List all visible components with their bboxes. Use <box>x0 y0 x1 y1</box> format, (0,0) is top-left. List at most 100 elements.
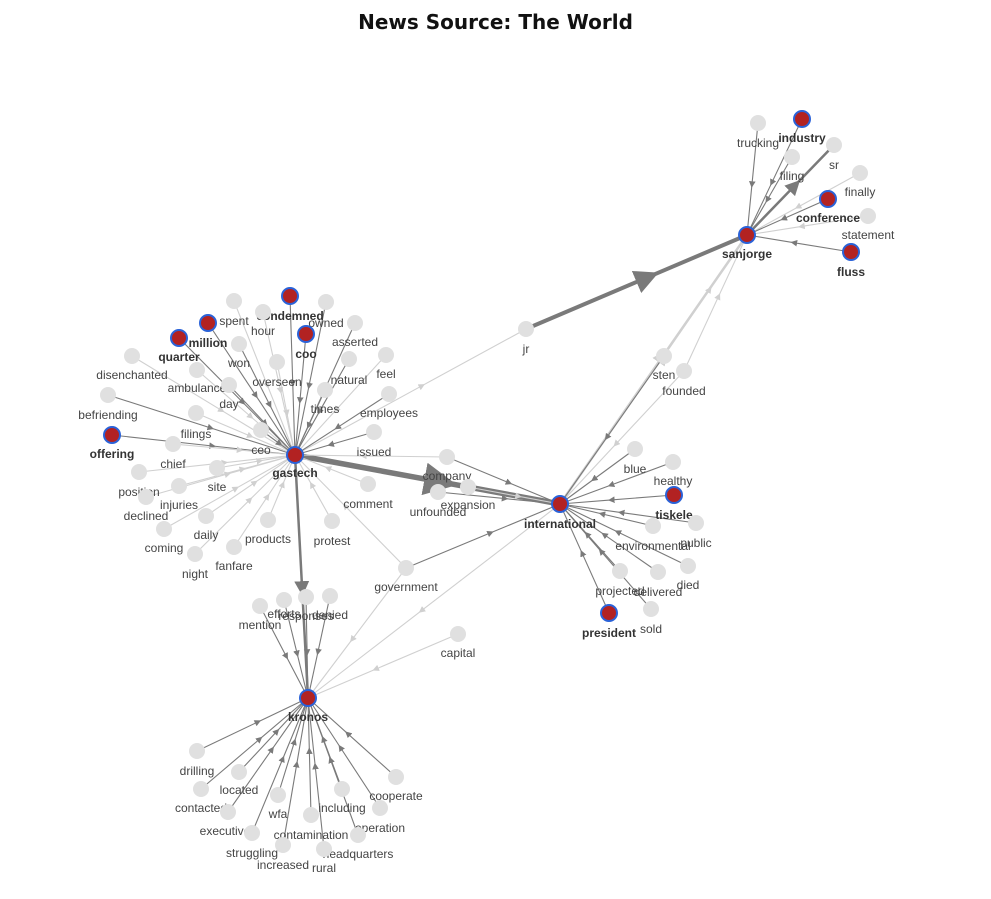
node-circle-expansion[interactable] <box>460 479 476 495</box>
node-sanjorge[interactable]: sanjorge <box>722 226 772 261</box>
node-circle-coo[interactable] <box>297 325 315 343</box>
node-expansion[interactable]: expansion <box>441 479 496 512</box>
node-circle-contamination[interactable] <box>303 807 319 823</box>
node-circle-public[interactable] <box>688 515 704 531</box>
node-circle-offering[interactable] <box>103 426 121 444</box>
node-filings[interactable]: filings <box>181 405 212 441</box>
node-circle-daily[interactable] <box>198 508 214 524</box>
node-site[interactable]: site <box>208 460 227 494</box>
node-circle-died[interactable] <box>680 558 696 574</box>
node-mention[interactable]: mention <box>239 598 282 632</box>
node-tiskele[interactable]: tiskele <box>655 486 693 522</box>
node-million[interactable]: million <box>189 314 228 350</box>
node-day[interactable]: day <box>219 377 239 411</box>
node-issued[interactable]: issued <box>357 424 392 459</box>
node-contacted[interactable]: contacted <box>175 781 227 815</box>
node-circle-condemned[interactable] <box>281 287 299 305</box>
node-including[interactable]: including <box>318 781 366 815</box>
node-circle-coming[interactable] <box>156 521 172 537</box>
node-public[interactable]: public <box>680 515 712 550</box>
node-protest[interactable]: protest <box>314 513 351 548</box>
node-circle-filing[interactable] <box>784 149 800 165</box>
node-asserted[interactable]: asserted <box>332 315 378 349</box>
node-capital[interactable]: capital <box>441 626 476 660</box>
node-circle-executives[interactable] <box>220 804 236 820</box>
node-blue[interactable]: blue <box>624 441 647 476</box>
node-circle-products[interactable] <box>260 512 276 528</box>
node-circle-declined[interactable] <box>138 489 154 505</box>
node-circle-healthy[interactable] <box>665 454 681 470</box>
node-circle-comment[interactable] <box>360 476 376 492</box>
node-died[interactable]: died <box>677 558 700 592</box>
node-circle-government[interactable] <box>398 560 414 576</box>
node-kronos[interactable]: kronos <box>288 689 328 724</box>
node-circle-spent[interactable] <box>226 293 242 309</box>
node-fanfare[interactable]: fanfare <box>215 539 253 573</box>
node-denied[interactable]: denied <box>312 588 348 622</box>
node-circle-issued[interactable] <box>366 424 382 440</box>
node-circle-company[interactable] <box>439 449 455 465</box>
node-coming[interactable]: coming <box>145 521 184 555</box>
node-circle-owned[interactable] <box>318 294 334 310</box>
node-circle-industry[interactable] <box>793 110 811 128</box>
node-circle-president[interactable] <box>600 604 618 622</box>
node-circle-ambulance[interactable] <box>189 362 205 378</box>
node-times[interactable]: times <box>311 382 340 416</box>
node-circle-overseen[interactable] <box>269 354 285 370</box>
node-circle-operation[interactable] <box>372 800 388 816</box>
node-circle-mention[interactable] <box>252 598 268 614</box>
node-sold[interactable]: sold <box>640 601 662 636</box>
node-feel[interactable]: feel <box>376 347 396 381</box>
node-circle-increased[interactable] <box>275 837 291 853</box>
node-circle-founded[interactable] <box>676 363 692 379</box>
node-circle-struggling[interactable] <box>244 825 260 841</box>
node-circle-injuries[interactable] <box>171 478 187 494</box>
node-wfa[interactable]: wfa <box>268 787 288 821</box>
node-overseen[interactable]: overseen <box>252 354 302 389</box>
node-hour[interactable]: hour <box>251 304 275 338</box>
node-company[interactable]: company <box>423 449 472 483</box>
node-circle-asserted[interactable] <box>347 315 363 331</box>
node-trucking[interactable]: trucking <box>737 115 779 150</box>
node-circle-international[interactable] <box>551 495 569 513</box>
node-circle-blue[interactable] <box>627 441 643 457</box>
node-declined[interactable]: declined <box>124 489 169 523</box>
node-circle-drilling[interactable] <box>189 743 205 759</box>
node-sten[interactable]: sten <box>653 348 676 382</box>
node-circle-employees[interactable] <box>381 386 397 402</box>
node-spent[interactable]: spent <box>219 293 249 328</box>
node-circle-headquarters[interactable] <box>350 827 366 843</box>
node-befriending[interactable]: befriending <box>78 387 138 422</box>
node-circle-won[interactable] <box>231 336 247 352</box>
node-operation[interactable]: operation <box>355 800 405 835</box>
node-won[interactable]: won <box>227 336 250 370</box>
node-circle-times[interactable] <box>317 382 333 398</box>
node-circle-fanfare[interactable] <box>226 539 242 555</box>
node-filing[interactable]: filing <box>780 149 805 183</box>
node-conference[interactable]: conference <box>796 190 860 225</box>
node-cooperate[interactable]: cooperate <box>369 769 423 803</box>
node-night[interactable]: night <box>182 546 209 581</box>
node-founded[interactable]: founded <box>662 363 706 398</box>
node-circle-efforts[interactable] <box>276 592 292 608</box>
node-ceo[interactable]: ceo <box>251 422 271 457</box>
node-increased[interactable]: increased <box>257 837 309 872</box>
node-circle-located[interactable] <box>231 764 247 780</box>
node-circle-contacted[interactable] <box>193 781 209 797</box>
node-circle-capital[interactable] <box>450 626 466 642</box>
node-circle-disenchanted[interactable] <box>124 348 140 364</box>
node-circle-denied[interactable] <box>322 588 338 604</box>
node-fluss[interactable]: fluss <box>837 243 865 279</box>
node-government[interactable]: government <box>374 560 438 594</box>
node-offering[interactable]: offering <box>90 426 135 461</box>
node-comment[interactable]: comment <box>343 476 393 511</box>
node-owned[interactable]: owned <box>308 294 344 330</box>
node-struggling[interactable]: struggling <box>226 825 278 860</box>
node-circle-befriending[interactable] <box>100 387 116 403</box>
node-circle-jr[interactable] <box>518 321 534 337</box>
node-circle-trucking[interactable] <box>750 115 766 131</box>
node-drilling[interactable]: drilling <box>180 743 215 778</box>
node-circle-including[interactable] <box>334 781 350 797</box>
node-circle-sanjorge[interactable] <box>738 226 756 244</box>
